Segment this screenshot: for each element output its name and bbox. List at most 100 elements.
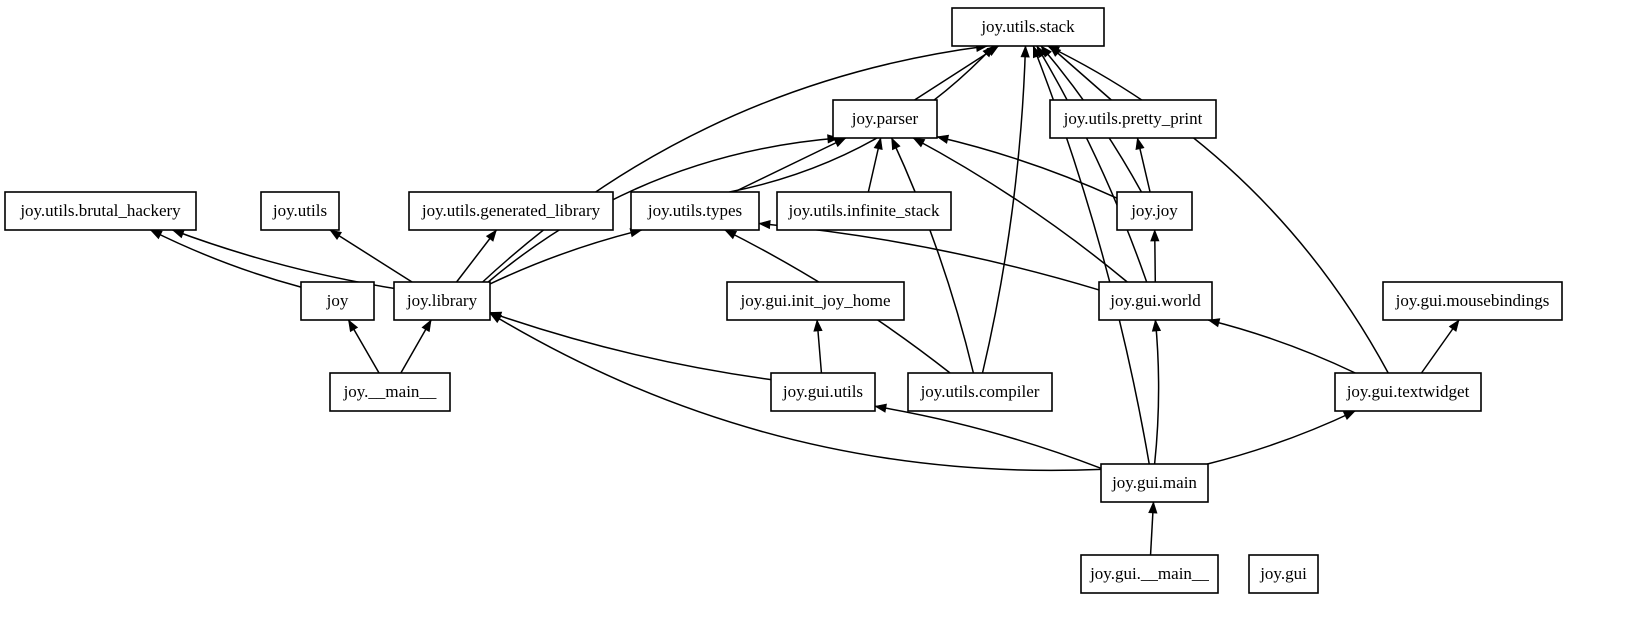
node-joy-parser[interactable]: joy.parser: [832, 99, 938, 139]
node-layer: joy.utils.stack joy.parser joy.utils.prett…: [4, 7, 1563, 594]
node-box[interactable]: [630, 191, 760, 231]
edge-arrowhead: [1448, 319, 1460, 332]
node-label: joy.gui.init_joy_home: [739, 291, 890, 310]
node-joy-gui-mousebindings[interactable]: joy.gui.mousebindings: [1382, 281, 1563, 321]
edge-joy-utils-compiler-to-joy-parser: [890, 137, 975, 374]
edge-arrowhead: [1342, 410, 1356, 421]
edge-arrowhead: [1020, 45, 1030, 58]
edge-joy-gui-main-to-joy-gui-utils: [874, 405, 1102, 470]
node-joy-gui-textwidget[interactable]: joy.gui.textwidget: [1334, 372, 1482, 412]
node-joy-utils-compiler[interactable]: joy.utils.compiler: [907, 372, 1053, 412]
edge-joy-gui-main-to-joy-gui-textwidget: [1207, 410, 1356, 465]
node-box[interactable]: [1116, 191, 1193, 231]
node-box[interactable]: [1248, 554, 1319, 594]
edge-joy-gui-utils-to-joy-library: [489, 311, 772, 381]
edge-arrowhead: [912, 137, 926, 148]
node-box[interactable]: [1382, 281, 1563, 321]
edge-arrowhead: [724, 229, 738, 240]
node-label: joy.utils.pretty_print: [1063, 109, 1203, 128]
edge-arrowhead: [1151, 319, 1162, 332]
edge-joy-utils-pretty-print-to-joy-utils-stack: [1049, 45, 1112, 101]
node-joy-utils-infinite-stack[interactable]: joy.utils.infinite_stack: [776, 191, 952, 231]
node-label: joy.gui.main: [1111, 473, 1197, 492]
node-box[interactable]: [4, 191, 197, 231]
node-joy-gui-main[interactable]: joy.gui.main: [1100, 463, 1209, 503]
edge-joy-gui-world-to-joy-utils-stack: [1036, 45, 1148, 283]
edge-arrowhead: [891, 137, 901, 151]
edge-arrowhead: [813, 319, 823, 332]
edge-arrowhead: [873, 137, 883, 151]
node-joy-library[interactable]: joy.library: [393, 281, 491, 321]
edge-arrowhead: [1032, 45, 1042, 59]
edge-joy-library-to-joy-utils: [329, 229, 413, 283]
node-box[interactable]: [1049, 99, 1217, 139]
node-label: joy.gui.world: [1109, 291, 1201, 310]
node-box[interactable]: [408, 191, 614, 231]
node-joy-utils-brutal-hackery[interactable]: joy.utils.brutal_hackery: [4, 191, 197, 231]
edge-arrowhead: [348, 319, 359, 333]
node-box[interactable]: [951, 7, 1105, 47]
node-label: joy.utils.brutal_hackery: [19, 201, 181, 220]
node-box[interactable]: [1080, 554, 1219, 594]
node-joy-utils-types[interactable]: joy.utils.types: [630, 191, 760, 231]
node-joy-gui-init-joy-home[interactable]: joy.gui.init_joy_home: [726, 281, 905, 321]
node-box[interactable]: [1100, 463, 1209, 503]
edge-arrowhead: [149, 229, 163, 240]
edge-joy-library-to-joy-utils-brutal-hackery: [172, 229, 395, 290]
node-joy[interactable]: joy: [300, 281, 375, 321]
node-joy-utils-generated-library[interactable]: joy.utils.generated_library: [408, 191, 614, 231]
node-box[interactable]: [726, 281, 905, 321]
node-box[interactable]: [300, 281, 375, 321]
node-label: joy.gui: [1259, 564, 1307, 583]
node-label: joy.utils.compiler: [920, 382, 1040, 401]
node-joy-gui-utils[interactable]: joy.gui.utils: [770, 372, 876, 412]
edge-joy-joy-to-joy-parser: [936, 136, 1118, 199]
node-joy-gui[interactable]: joy.gui: [1248, 554, 1319, 594]
edge-joy-library-to-joy-utils-types: [489, 229, 642, 285]
node-joy---main--[interactable]: joy.__main__: [329, 372, 451, 412]
node-label: joy.utils.generated_library: [421, 201, 601, 220]
node-joy-joy[interactable]: joy.joy: [1116, 191, 1193, 231]
edge-joy-library-to-joy-utils-stack: [482, 45, 988, 283]
edge-arrowhead: [489, 312, 503, 324]
node-box[interactable]: [329, 372, 451, 412]
node-label: joy.utils.stack: [980, 17, 1075, 36]
node-joy-gui---main--[interactable]: joy.gui.__main__: [1080, 554, 1219, 594]
edge-arrowhead: [485, 229, 497, 242]
edge-joy-utils-types-to-joy-parser: [733, 137, 847, 193]
node-joy-utils-pretty-print[interactable]: joy.utils.pretty_print: [1049, 99, 1217, 139]
edge-joy-utils-types-to-joy-utils-stack: [729, 45, 995, 193]
edge-arrowhead: [936, 134, 950, 144]
edge-arrowhead: [329, 229, 343, 240]
edge-arrowhead: [421, 319, 432, 333]
node-label: joy.__main__: [343, 382, 437, 401]
node-label: joy: [326, 291, 349, 310]
node-label: joy.utils.types: [647, 201, 742, 220]
node-label: joy.joy: [1130, 201, 1178, 220]
node-label: joy.gui.textwidget: [1346, 382, 1470, 401]
edge-arrowhead: [758, 219, 771, 230]
node-box[interactable]: [907, 372, 1053, 412]
node-joy-gui-world[interactable]: joy.gui.world: [1098, 281, 1213, 321]
node-box[interactable]: [770, 372, 876, 412]
edge-joy-library-to-joy-parser: [487, 137, 839, 283]
node-box[interactable]: [832, 99, 938, 139]
node-box[interactable]: [776, 191, 952, 231]
edge-joy-gui-world-to-joy-parser: [912, 137, 1128, 283]
node-label: joy.utils: [272, 201, 327, 220]
node-box[interactable]: [1098, 281, 1213, 321]
edge-joy-gui-world-to-joy-utils-types: [758, 222, 1100, 291]
node-label: joy.gui.__main__: [1089, 564, 1209, 583]
node-joy-utils-stack[interactable]: joy.utils.stack: [951, 7, 1105, 47]
node-label: joy.gui.utils: [782, 382, 863, 401]
node-box[interactable]: [393, 281, 491, 321]
node-label: joy.library: [406, 291, 478, 310]
node-joy-utils[interactable]: joy.utils: [260, 191, 340, 231]
edge-arrowhead: [874, 403, 887, 413]
node-box[interactable]: [260, 191, 340, 231]
node-box[interactable]: [1334, 372, 1482, 412]
edge-arrowhead: [171, 229, 185, 239]
node-label: joy.parser: [851, 109, 919, 128]
